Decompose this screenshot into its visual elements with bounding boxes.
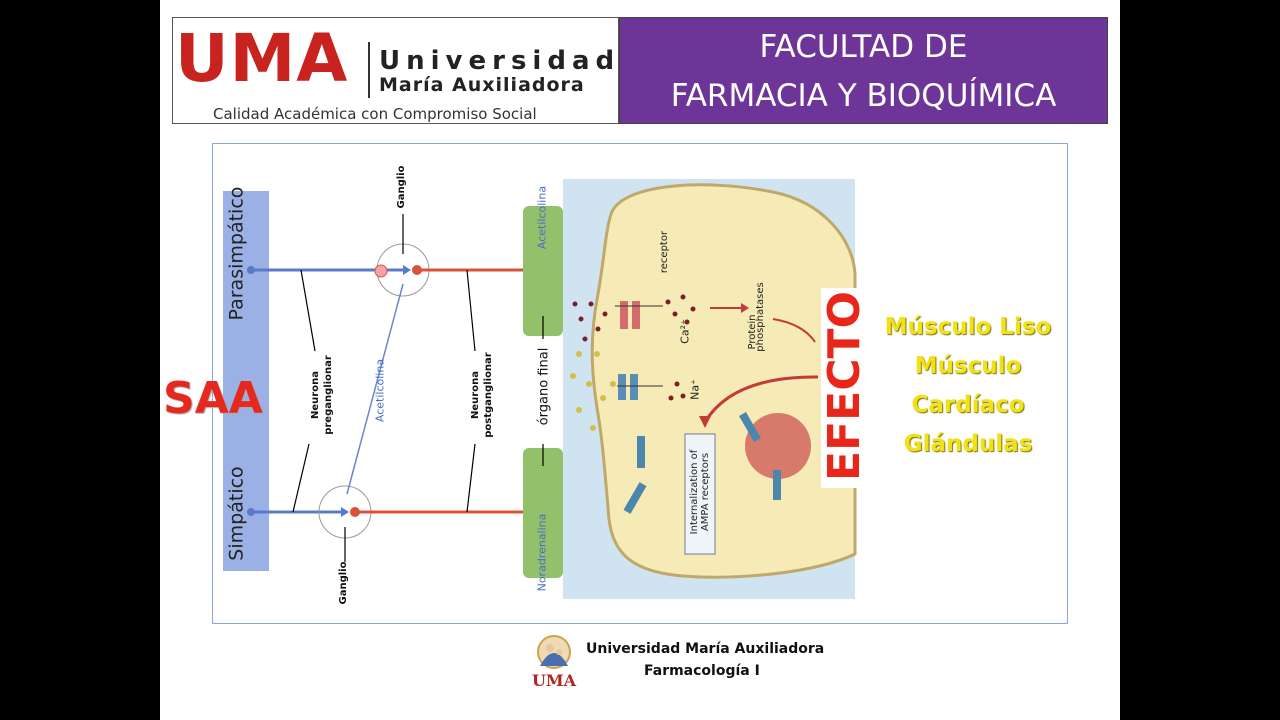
uma-logo: UMA — [175, 20, 349, 97]
arrow-phosphatases-effect — [772, 318, 816, 343]
post-leader-bottom — [466, 443, 476, 513]
footer-university-name: Universidad María Auxiliadora — [586, 641, 825, 657]
cursor-highlight — [374, 264, 388, 278]
logo-separator — [368, 42, 370, 98]
vesicle-receptor-1 — [739, 412, 761, 442]
parasympathetic-origin-dot — [247, 266, 255, 274]
post-leader-top — [466, 269, 476, 352]
receptor-channel-1a — [620, 301, 628, 329]
effect-target-glands: Glándulas — [903, 431, 1033, 457]
pre-leader-bottom — [292, 443, 310, 513]
organ-bar-bottom — [523, 448, 563, 578]
calcium-label: Ca²⁺ — [678, 319, 692, 344]
organ-bar-top — [523, 206, 563, 336]
saa-division-bar — [223, 191, 269, 571]
internalized-vesicle — [745, 413, 811, 479]
preganglionic-neuron-label-2: preganglionar — [323, 355, 334, 435]
university-header-logo: UMA Universidad María Auxiliadora Calida… — [172, 17, 619, 124]
parasympathetic-arrowhead — [403, 265, 411, 275]
receptor-label: receptor — [659, 230, 670, 274]
crest-text: UMA — [532, 671, 577, 690]
membrane-receptor-2 — [623, 482, 647, 514]
end-organ-label: órgano final — [536, 347, 552, 426]
faculty-title-line2: FARMACIA Y BIOQUÍMICA — [670, 78, 1057, 114]
receptor-channel-2a — [618, 374, 626, 400]
sympathetic-label: Simpático — [225, 466, 248, 561]
membrane-receptor-1 — [637, 436, 645, 468]
university-tagline: Calidad Académica con Compromiso Social — [213, 105, 537, 123]
postsynaptic-cell — [590, 183, 857, 579]
internalization-label-2: AMPA receptors — [700, 452, 711, 532]
acetylcholine-connector — [346, 283, 404, 495]
internalization-label-1: Internalization of — [689, 449, 700, 535]
faculty-title-line1: FACULTAD DE — [759, 29, 968, 65]
effect-target-cardiac: Cardíaco — [911, 392, 1025, 418]
arrow-effect-internalization — [703, 375, 819, 423]
phosphatases-label: phosphatases — [755, 282, 766, 352]
neurotransmitter-dots — [572, 294, 696, 401]
effect-target-smooth-muscle: Músculo Liso — [884, 314, 1052, 340]
sodium-label: Na⁺ — [688, 379, 702, 400]
efecto-label: EFECTO — [819, 291, 870, 481]
autonomic-nervous-system-diagram: Parasimpático Simpático Ganglio Ganglio … — [212, 143, 1068, 624]
postganglionic-neuron-label-2: postganglionar — [483, 352, 494, 438]
receptor-channel-2b — [630, 374, 638, 400]
efecto-panel — [821, 288, 869, 488]
saa-label: SAA — [163, 373, 263, 424]
effect-target-muscle: Músculo — [914, 353, 1022, 379]
diagram-graphics — [223, 179, 869, 599]
university-name-line1: Universidad — [379, 46, 621, 76]
university-crest-logo: UMA — [532, 635, 577, 690]
pre-leader-top — [300, 269, 316, 352]
university-name-line2: María Auxiliadora — [379, 74, 585, 96]
sympathetic-origin-dot — [247, 508, 255, 516]
parasympathetic-label: Parasimpático — [225, 186, 248, 321]
ganglion-label-top: Ganglio — [396, 165, 407, 209]
internalization-box — [684, 433, 716, 555]
sympathetic-arrowhead — [341, 507, 349, 517]
acetylcholine-top-label: Acetilcolina — [535, 185, 549, 250]
vesicle-receptor-2 — [773, 470, 781, 500]
postganglionic-neuron-label-1: Neurona — [470, 371, 481, 419]
footer-course-name: Farmacología I — [644, 663, 760, 679]
slide: UMA Universidad María Auxiliadora Calida… — [160, 0, 1120, 720]
arrow-effect-internalization-head — [699, 416, 711, 428]
ganglion-label-bottom: Ganglio — [338, 561, 349, 605]
faculty-banner: FACULTAD DE FARMACIA Y BIOQUÍMICA — [619, 17, 1108, 124]
effect-targets-list: Músculo Liso Músculo Cardíaco Glándulas — [878, 312, 1058, 468]
glutamate-dots — [570, 351, 616, 431]
acetylcholine-mid-label: Acetilcolina — [373, 358, 387, 423]
preganglionic-neuron-label-1: Neurona — [310, 371, 321, 419]
arrow-to-phosphatases-head — [741, 303, 749, 313]
receptor-channel-1b — [632, 301, 640, 329]
noradrenaline-label: Noradrenalina — [535, 513, 549, 592]
